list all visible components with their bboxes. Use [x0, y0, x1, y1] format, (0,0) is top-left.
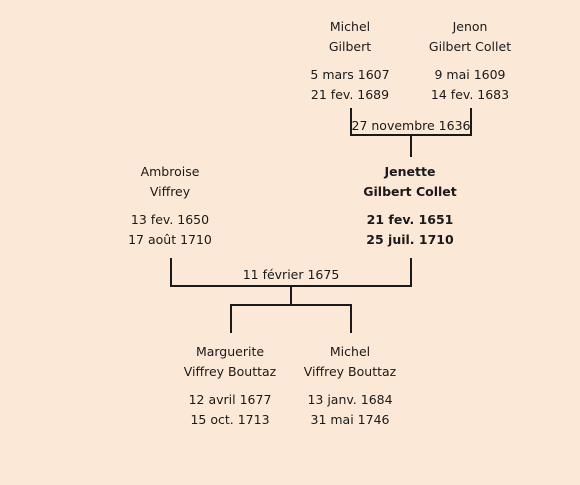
person-dates: 13 janv. 1684 31 mai 1746 — [275, 390, 425, 430]
birth-date: 12 avril 1677 — [188, 392, 272, 407]
connector-line — [410, 135, 412, 157]
person-jenette-gilbert-collet: Jenette Gilbert Collet 21 fev. 1651 25 j… — [335, 162, 485, 250]
marriage-date: 27 novembre 1636 — [351, 118, 471, 133]
person-last-name: Gilbert Collet — [428, 39, 512, 54]
death-date: 17 août 1710 — [128, 232, 212, 247]
person-michel-viffrey-bouttaz: Michel Viffrey Bouttaz 13 janv. 1684 31 … — [275, 342, 425, 430]
person-last-name: Gilbert — [328, 39, 372, 54]
person-ambroise-viffrey: Ambroise Viffrey 13 fev. 1650 17 août 17… — [95, 162, 245, 250]
person-first-name: Michel — [329, 344, 371, 359]
birth-date: 13 fev. 1650 — [130, 212, 210, 227]
person-dates: 5 mars 1607 21 fev. 1689 — [275, 65, 425, 105]
person-michel-gilbert: Michel Gilbert 5 mars 1607 21 fev. 1689 — [275, 17, 425, 105]
connector-line — [230, 305, 232, 333]
death-date: 25 juil. 1710 — [366, 232, 454, 247]
connector-line — [350, 108, 352, 135]
connector-line — [230, 304, 352, 306]
connector-line — [170, 258, 172, 286]
person-first-name: Ambroise — [140, 164, 200, 179]
death-date: 31 mai 1746 — [310, 412, 390, 427]
person-first-name: Michel — [329, 19, 371, 34]
birth-date: 21 fev. 1651 — [366, 212, 454, 227]
person-first-name: Marguerite — [195, 344, 265, 359]
person-first-name: Jenette — [384, 164, 436, 179]
person-last-name: Viffrey — [149, 184, 191, 199]
person-dates: 12 avril 1677 15 oct. 1713 — [155, 390, 305, 430]
birth-date: 9 mai 1609 — [434, 67, 506, 82]
connector-line — [470, 108, 472, 135]
person-dates: 13 fev. 1650 17 août 1710 — [95, 210, 245, 250]
person-marguerite-viffrey-bouttaz: Marguerite Viffrey Bouttaz 12 avril 1677… — [155, 342, 305, 430]
birth-date: 13 janv. 1684 — [307, 392, 393, 407]
death-date: 21 fev. 1689 — [310, 87, 390, 102]
person-last-name: Viffrey Bouttaz — [183, 364, 277, 379]
connector-line — [290, 286, 292, 305]
death-date: 15 oct. 1713 — [190, 412, 270, 427]
person-last-name: Viffrey Bouttaz — [303, 364, 397, 379]
person-first-name: Jenon — [452, 19, 488, 34]
person-last-name: Gilbert Collet — [363, 184, 457, 199]
birth-date: 5 mars 1607 — [310, 67, 390, 82]
connector-line — [350, 305, 352, 333]
marriage-date: 11 février 1675 — [242, 267, 340, 282]
person-dates: 21 fev. 1651 25 juil. 1710 — [335, 210, 485, 250]
person-jenon-gilbert-collet: Jenon Gilbert Collet 9 mai 1609 14 fev. … — [395, 17, 545, 105]
connector-line — [410, 258, 412, 286]
person-dates: 9 mai 1609 14 fev. 1683 — [395, 65, 545, 105]
death-date: 14 fev. 1683 — [430, 87, 510, 102]
